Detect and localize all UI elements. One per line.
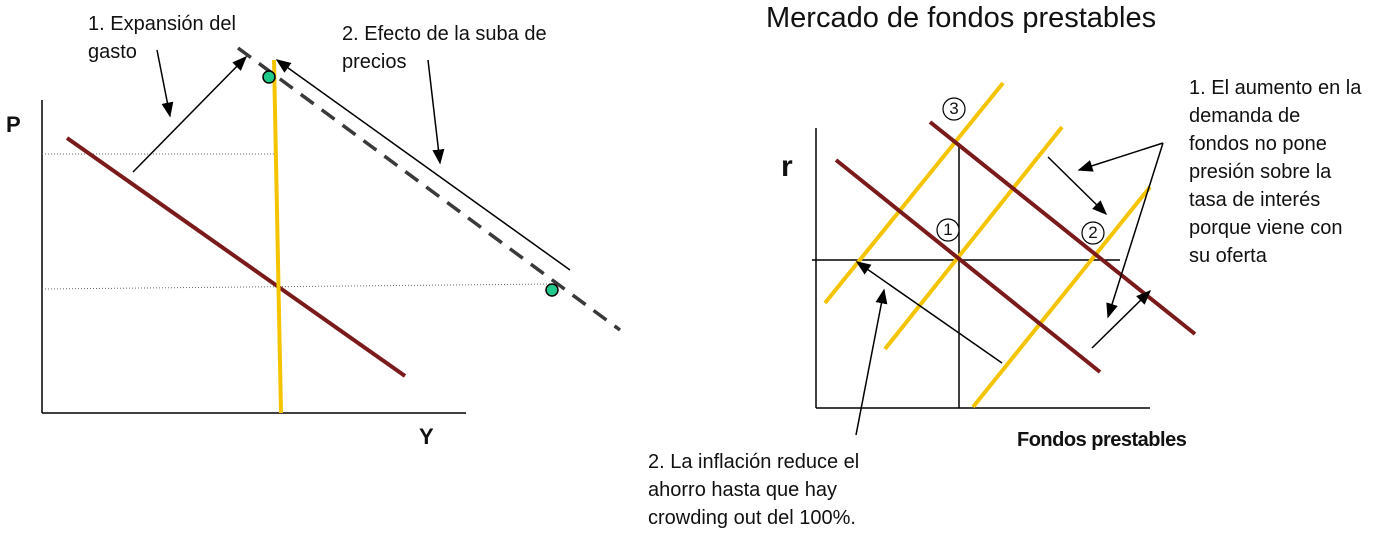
right-panel-title: Mercado de fondos prestables [766,2,1157,34]
supply-curve-3 [971,185,1152,409]
right-note-inflation-crowding-out: 2. La inflación reduce el ahorro hasta q… [648,451,860,529]
point-2-circle [1081,221,1105,245]
aggregate-demand-curve [65,136,407,378]
supply-curve-2 [883,125,1064,351]
right-axis-label-r: r [781,150,793,183]
right-axis-label-funds: Fondos prestables [1017,429,1187,451]
note2-pointer-arrow [427,59,445,165]
note2-pointer-arrow-right [855,288,888,436]
point-1-circle [936,218,960,242]
demand-shift-arrow [1047,156,1108,216]
left-note-spending-expansion: 1. Expansión del gasto [88,13,236,63]
point-3-circle [942,97,966,121]
left-note-price-effect: 2. Efecto de la suba de precios [342,23,547,73]
spending-expansion-arrow [132,55,248,173]
upper-equilibrium-marker [262,70,276,84]
price-effect-arrow [275,59,571,271]
shifted-demand-dashed-curve [236,46,622,332]
demand-curve-1 [834,158,1102,374]
left-axis-label-p: P [6,112,21,137]
supply-curve-1 [823,81,1005,305]
lower-price-guide [41,283,553,290]
note1-pointer-arrow [156,49,174,118]
lower-equilibrium-marker [545,283,559,297]
supply-shift-arrow [1091,289,1152,349]
savings-reduction-arrow [855,261,1003,364]
aggregate-supply-vertical-curve [272,59,283,414]
note1-pointer-arrow-b [1106,142,1164,319]
point-1-label: 1 [943,220,953,239]
point-3-label: 3 [949,99,959,118]
right-note-demand-increase: 1. El aumento en la demanda de fondos no… [1189,77,1362,267]
left-axis-label-y: Y [419,424,434,449]
point-2-label: 2 [1088,223,1098,242]
note1-pointer-arrow-a [1077,142,1164,172]
demand-curve-2 [928,120,1197,336]
